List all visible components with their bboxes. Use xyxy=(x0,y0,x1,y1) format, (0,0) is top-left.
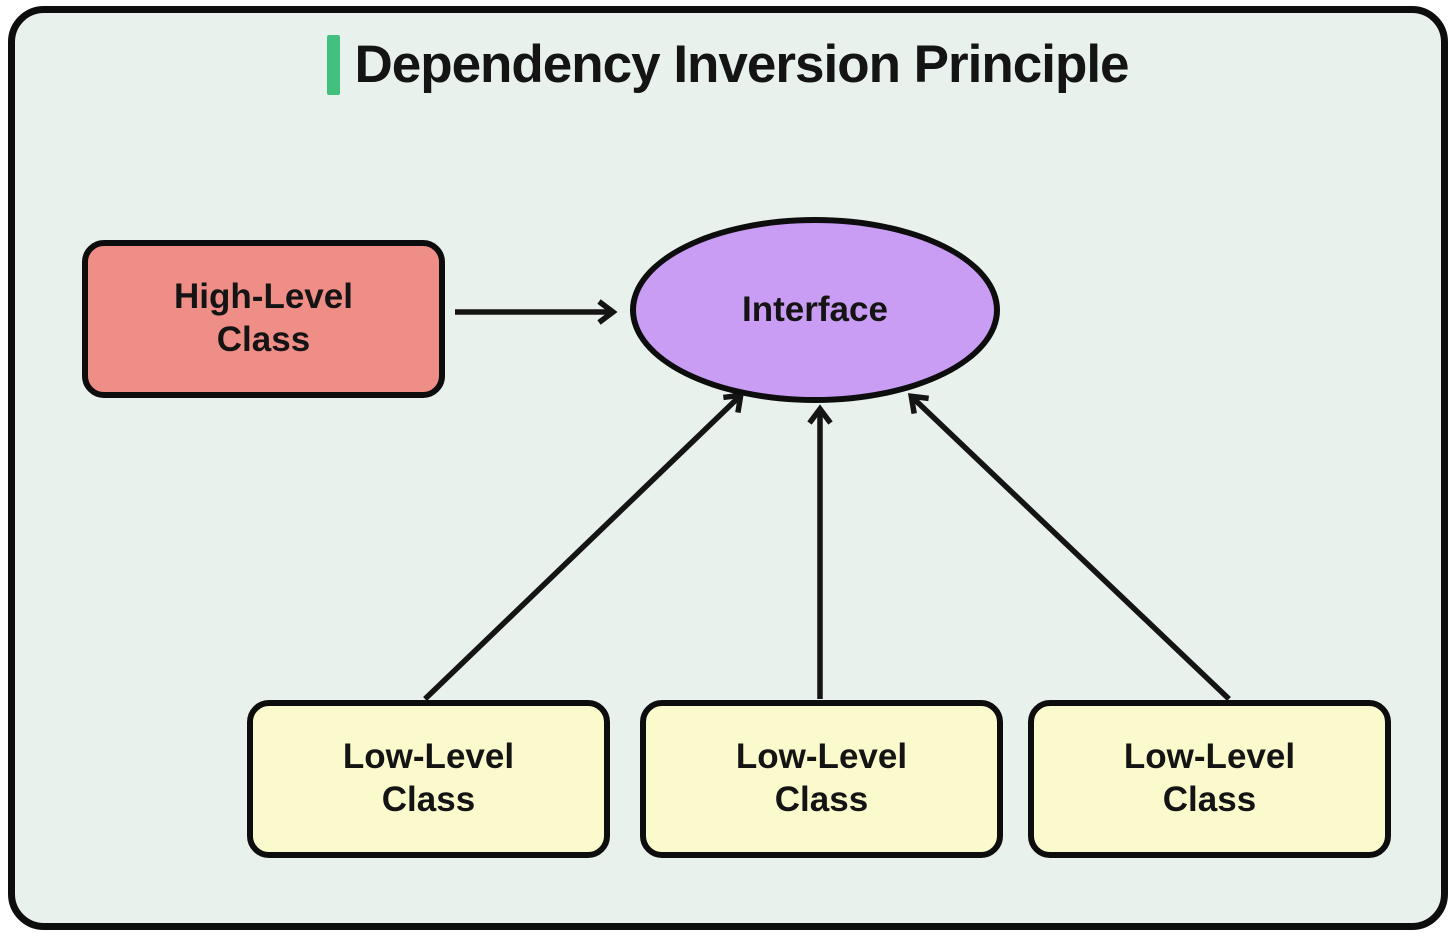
title-accent-bar xyxy=(327,34,341,95)
node-high-level-class-label: High-Level Class xyxy=(174,277,353,359)
node-interface: Interface xyxy=(630,217,1000,403)
node-high-level-class: High-Level Class xyxy=(82,240,445,398)
diagram-header: Dependency Inversion Principle xyxy=(0,34,1456,95)
node-interface-label: Interface xyxy=(742,289,888,329)
node-low-level-class-1: Low-Level Class xyxy=(247,700,610,858)
node-low-level-class-2-label: Low-Level Class xyxy=(735,737,908,819)
diagram-title: Dependency Inversion Principle xyxy=(354,35,1129,94)
node-low-level-class-3-label: Low-Level Class xyxy=(1123,737,1296,819)
node-low-level-class-3: Low-Level Class xyxy=(1028,700,1391,858)
node-low-level-class-2: Low-Level Class xyxy=(640,700,1003,858)
node-low-level-class-1-label: Low-Level Class xyxy=(342,737,515,819)
